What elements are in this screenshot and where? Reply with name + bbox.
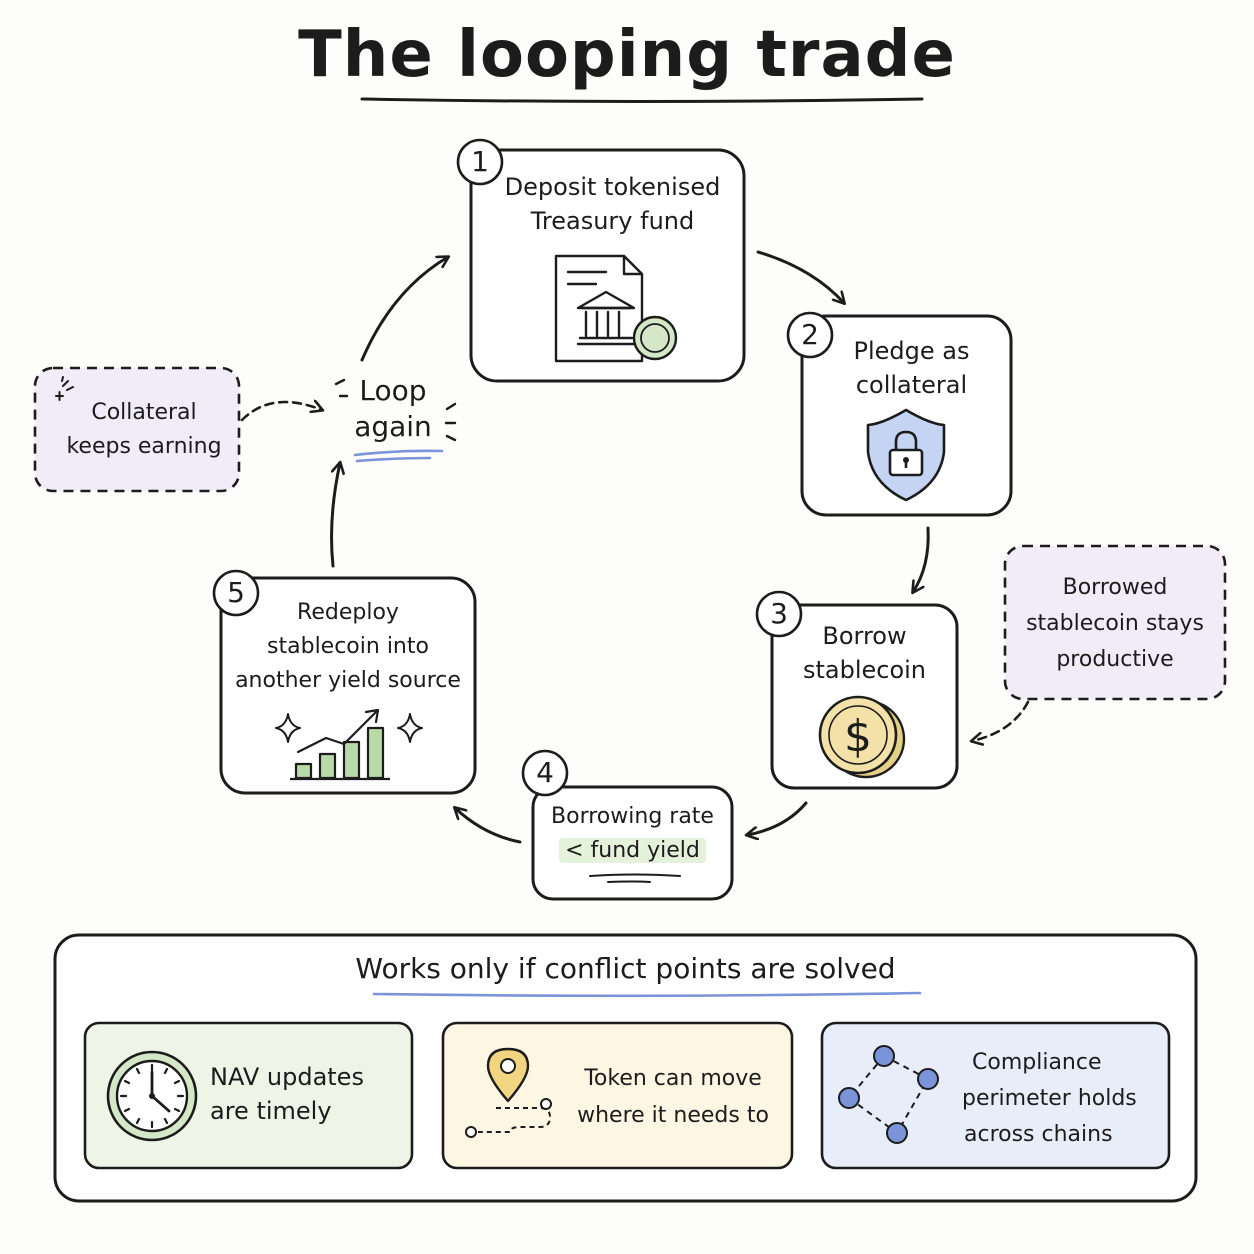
arrow-5-to-loop: [330, 463, 340, 568]
condition-token-line-1: Token can move: [584, 1066, 762, 1091]
title-underline: [360, 97, 924, 103]
arrow-borrowed-note: [972, 700, 1030, 741]
collateral-note-label: Collateral keeps earning: [52, 396, 236, 464]
shield-lock-icon: [866, 408, 946, 502]
step-3-label: Borrow stablecoin: [772, 619, 957, 687]
collateral-note-line-1: Collateral: [91, 400, 197, 425]
step-1-number: 1: [471, 145, 489, 178]
step-5-label: Redeploy stablecoin into another yield s…: [221, 596, 475, 698]
step-5-number: 5: [227, 576, 245, 609]
loop-underline: [353, 449, 444, 463]
step-2-line-2: collateral: [855, 371, 968, 399]
fund-yield-underline: [589, 873, 681, 883]
condition-compliance-line-3: across chains: [964, 1122, 1113, 1147]
step-3-circle: [755, 590, 803, 638]
step-1-line-1: Deposit tokenised: [504, 173, 721, 201]
condition-token-label: Token can move where it needs to: [562, 1060, 784, 1134]
collateral-note-box: [33, 366, 241, 493]
step-3-line-2: stablecoin: [802, 656, 927, 684]
step-4-label: Borrowing rate < fund yield: [533, 800, 732, 868]
loop-again-label: Loop again: [346, 373, 440, 445]
network-nodes-icon: [838, 1045, 939, 1144]
location-pin-icon: [465, 1047, 552, 1138]
loop-line-1: Loop: [359, 374, 427, 407]
step-1-line-2: Treasury fund: [530, 207, 695, 235]
arrow-collateral-note: [240, 402, 322, 422]
borrowed-note-label: Borrowed stablecoin stays productive: [1005, 570, 1225, 678]
step-5-line-3: another yield source: [235, 668, 461, 693]
sparkle-icon: [55, 376, 74, 401]
step-4-circle: [521, 749, 569, 797]
step-5-line-1: Redeploy: [297, 600, 399, 625]
step-4-line-2: < fund yield: [559, 838, 706, 863]
condition-compliance-line-1: Compliance: [972, 1050, 1102, 1075]
page-title: The looping trade: [298, 18, 956, 92]
borrowed-note-line-3: productive: [1056, 647, 1174, 672]
borrowed-note-box: [1003, 544, 1227, 701]
treasury-document-icon: [554, 254, 644, 363]
conditions-heading: Works only if conflict points are solved: [355, 952, 896, 985]
growth-chart-icon: [290, 708, 390, 781]
arrow-4-to-5: [455, 808, 522, 844]
coin-icon: [632, 315, 678, 361]
condition-card-token: [441, 1021, 794, 1170]
loop-line-2: again: [354, 410, 432, 443]
arrow-1-to-2: [756, 250, 844, 303]
svg-text:$: $: [844, 711, 872, 762]
condition-compliance-label: Compliance perimeter holds across chains: [950, 1045, 1155, 1153]
clock-icon: [106, 1050, 198, 1142]
step-5-circle: [212, 569, 260, 617]
step-1-label: Deposit tokenised Treasury fund: [481, 170, 744, 238]
step-2-label: Pledge as collateral: [812, 334, 1011, 402]
step-2-number: 2: [801, 318, 819, 351]
arrow-3-to-4: [747, 801, 808, 835]
step-5-line-2: stablecoin into: [267, 634, 429, 659]
condition-nav-line-2: are timely: [210, 1097, 332, 1125]
collateral-note-line-2: keeps earning: [66, 434, 222, 459]
loop-emphasis-marks: [334, 378, 457, 442]
step-2-line-1: Pledge as: [853, 337, 970, 365]
conditions-heading-underline: [372, 991, 922, 998]
condition-token-line-2: where it needs to: [577, 1103, 769, 1128]
condition-nav-label: NAV updates are timely: [210, 1060, 388, 1128]
condition-card-compliance: [820, 1021, 1171, 1170]
step-2-circle: [786, 311, 834, 359]
arrow-loop-to-1: [360, 257, 448, 362]
step-1-circle: [456, 138, 504, 186]
borrowed-note-line-1: Borrowed: [1062, 575, 1168, 600]
step-4-line-1: Borrowing rate: [551, 804, 714, 829]
step-3-line-1: Borrow: [822, 622, 907, 650]
sparkle-icon: [275, 713, 423, 743]
condition-compliance-line-2: perimeter holds: [962, 1086, 1137, 1111]
dollar-coin-icon: $: [818, 695, 906, 779]
step-4-number: 4: [536, 756, 554, 789]
condition-nav-line-1: NAV updates: [210, 1063, 364, 1091]
borrowed-note-line-2: stablecoin stays: [1026, 611, 1204, 636]
arrow-2-to-3: [913, 526, 930, 592]
step-3-number: 3: [770, 597, 788, 630]
